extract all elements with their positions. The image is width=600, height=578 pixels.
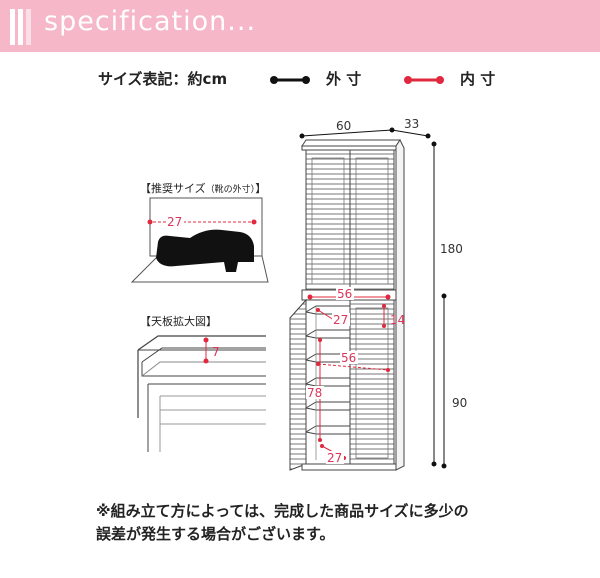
page-title: specification... [44, 6, 257, 37]
cabinet-illustration [289, 139, 405, 471]
assembly-note: ※組み立て方によっては、完成した商品サイズに多少の 誤差が発生する場合がございま… [96, 500, 469, 546]
outer-dimensions: 60 33 180 90 [299, 117, 472, 469]
inner-dimensions: 56 27 14 56 78 27 [306, 287, 405, 465]
outer-depth-value: 33 [404, 117, 419, 131]
inner-depth-upper-right-value: 14 [390, 313, 405, 327]
shoe-illustration: 27 [130, 197, 269, 283]
outer-height-value: 180 [440, 242, 463, 256]
size-unit-label: サイズ表記：約cm [98, 70, 228, 88]
shoe-icon [156, 229, 254, 272]
top-board-illustration: 7 [137, 335, 266, 452]
outer-dimension-label: 外 寸 [326, 70, 362, 88]
shoe-length-value: 27 [167, 215, 182, 229]
lower-height-value: 90 [452, 396, 467, 410]
inner-depth-upper-value: 27 [333, 313, 348, 327]
assembly-note-line2: 誤差が発生する場合がございます。 [96, 525, 335, 543]
section-header: specification... [0, 0, 600, 52]
outer-dimension-marker-icon [270, 76, 310, 84]
top-board-height-value: 7 [212, 345, 220, 359]
recommended-size-caption: 【推奨サイズ（靴の外寸）】 [140, 182, 267, 195]
inner-dimension-marker-icon [404, 76, 444, 84]
outer-width-value: 60 [336, 119, 351, 133]
assembly-note-line1: ※組み立て方によっては、完成した商品サイズに多少の [96, 502, 469, 520]
inner-width-upper-value: 56 [337, 287, 352, 301]
inner-width-middle-value: 56 [341, 351, 356, 365]
top-board-caption: 【天板拡大図】 [140, 315, 217, 328]
size-legend: サイズ表記：約cm 外 寸 内 寸 [0, 66, 600, 92]
inner-dimension-label: 内 寸 [460, 70, 496, 88]
inner-height-lower-value: 78 [307, 386, 322, 400]
header-bars-icon [10, 9, 32, 45]
inner-depth-lower-value: 27 [327, 451, 342, 465]
